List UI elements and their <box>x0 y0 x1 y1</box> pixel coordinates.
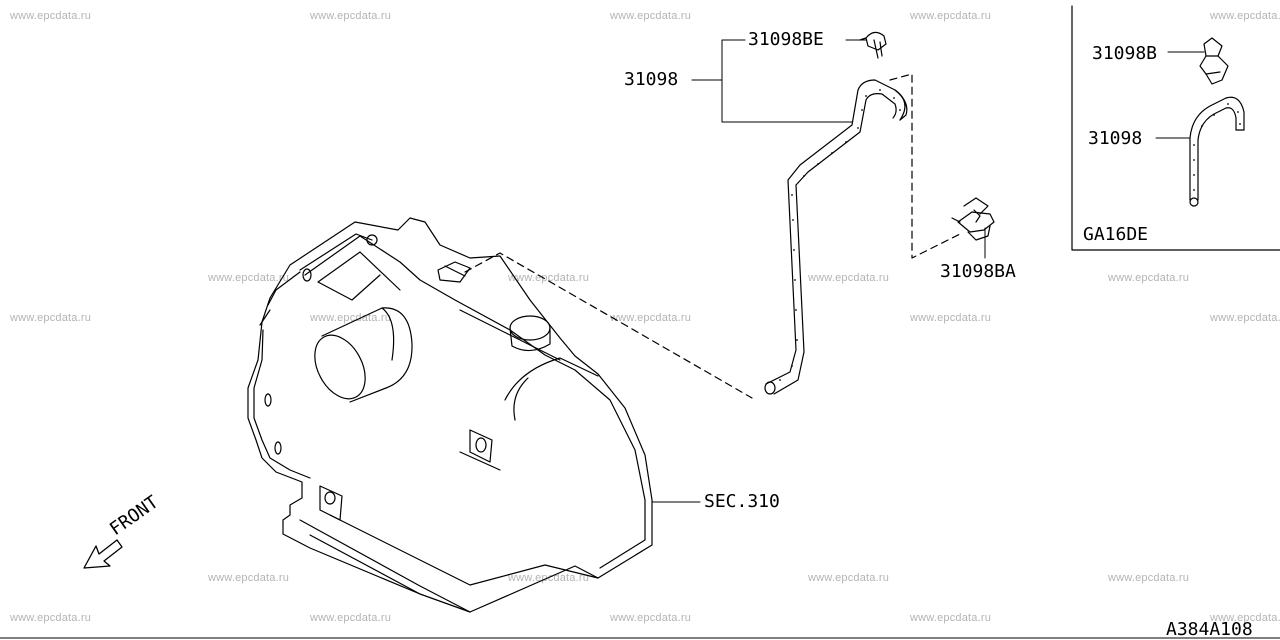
hose-dot <box>794 279 796 281</box>
part-label-31098[interactable]: 31098 <box>624 69 679 90</box>
watermark-text: www.epcdata.ru <box>10 10 92 22</box>
watermark-text: www.epcdata.ru <box>10 312 92 324</box>
hose-dot <box>899 109 901 111</box>
hose-connection-leader <box>464 252 753 399</box>
hose-dot <box>879 89 881 91</box>
hose-dot <box>817 163 819 165</box>
hose-dot <box>831 152 833 154</box>
watermark-text: www.epcdata.ru <box>1108 572 1190 584</box>
hose-dot <box>1193 174 1195 176</box>
watermark-text: www.epcdata.ru <box>610 312 692 324</box>
bracket-be-part <box>859 31 887 59</box>
hose-dot <box>1239 123 1241 125</box>
watermark-text: www.epcdata.ru <box>910 312 992 324</box>
hose-dot <box>803 175 805 177</box>
watermark-text: www.epcdata.ru <box>208 272 290 284</box>
hose-dot <box>861 109 863 111</box>
watermark-text: www.epcdata.ru <box>610 612 692 624</box>
diagram-code: A384A108 <box>1166 619 1253 640</box>
hose-dot <box>1237 111 1239 113</box>
watermark-text: www.epcdata.ru <box>808 272 890 284</box>
hose-dot <box>1193 144 1195 146</box>
front-arrow-icon <box>83 539 123 569</box>
inset-label-31098b[interactable]: 31098B <box>1092 43 1158 64</box>
hose-texture <box>779 89 1241 381</box>
hose-dot <box>1193 159 1195 161</box>
watermark-text: www.epcdata.ru <box>208 572 290 584</box>
clip-leader <box>889 73 961 259</box>
watermark-text: www.epcdata.ru <box>1210 612 1280 624</box>
inset-panel <box>1071 5 1280 251</box>
watermark-text: www.epcdata.ru <box>1210 10 1280 22</box>
hose-dot <box>795 309 797 311</box>
watermark-text: www.epcdata.ru <box>310 612 392 624</box>
hose-dot <box>845 141 847 143</box>
hose-dot <box>1193 189 1195 191</box>
hose-dot <box>857 127 859 129</box>
hose-dot <box>791 365 793 367</box>
breather-hose <box>764 79 908 395</box>
hose-dot <box>791 194 793 196</box>
hose-dot <box>796 339 798 341</box>
watermark-text: www.epcdata.ru <box>1210 312 1280 324</box>
watermark-text: www.epcdata.ru <box>808 572 890 584</box>
inset-variant-label: GA16DE <box>1083 224 1149 245</box>
hose-dot <box>793 249 795 251</box>
part-label-31098be[interactable]: 31098BE <box>748 29 824 50</box>
watermark-text: www.epcdata.ru <box>1108 272 1190 284</box>
hose-dot <box>1227 103 1229 105</box>
watermark-text: www.epcdata.ru <box>310 10 392 22</box>
part-label-31098ba[interactable]: 31098BA <box>940 261 1016 282</box>
leader-lines <box>651 39 986 503</box>
watermark-text: www.epcdata.ru <box>910 10 992 22</box>
inset-label-31098[interactable]: 31098 <box>1088 128 1143 149</box>
transmission-housing <box>247 217 653 613</box>
watermark-text: www.epcdata.ru <box>10 612 92 624</box>
hose-dot <box>792 219 794 221</box>
hose-dot <box>779 379 781 381</box>
hose-dot <box>893 97 895 99</box>
watermark-text: www.epcdata.ru <box>910 612 992 624</box>
watermark-text: www.epcdata.ru <box>310 312 392 324</box>
watermark-text: www.epcdata.ru <box>610 10 692 22</box>
clip-ba-part <box>951 197 995 241</box>
watermark-text: www.epcdata.ru <box>508 272 590 284</box>
section-ref-label[interactable]: SEC.310 <box>704 491 780 512</box>
hose-dot <box>865 95 867 97</box>
